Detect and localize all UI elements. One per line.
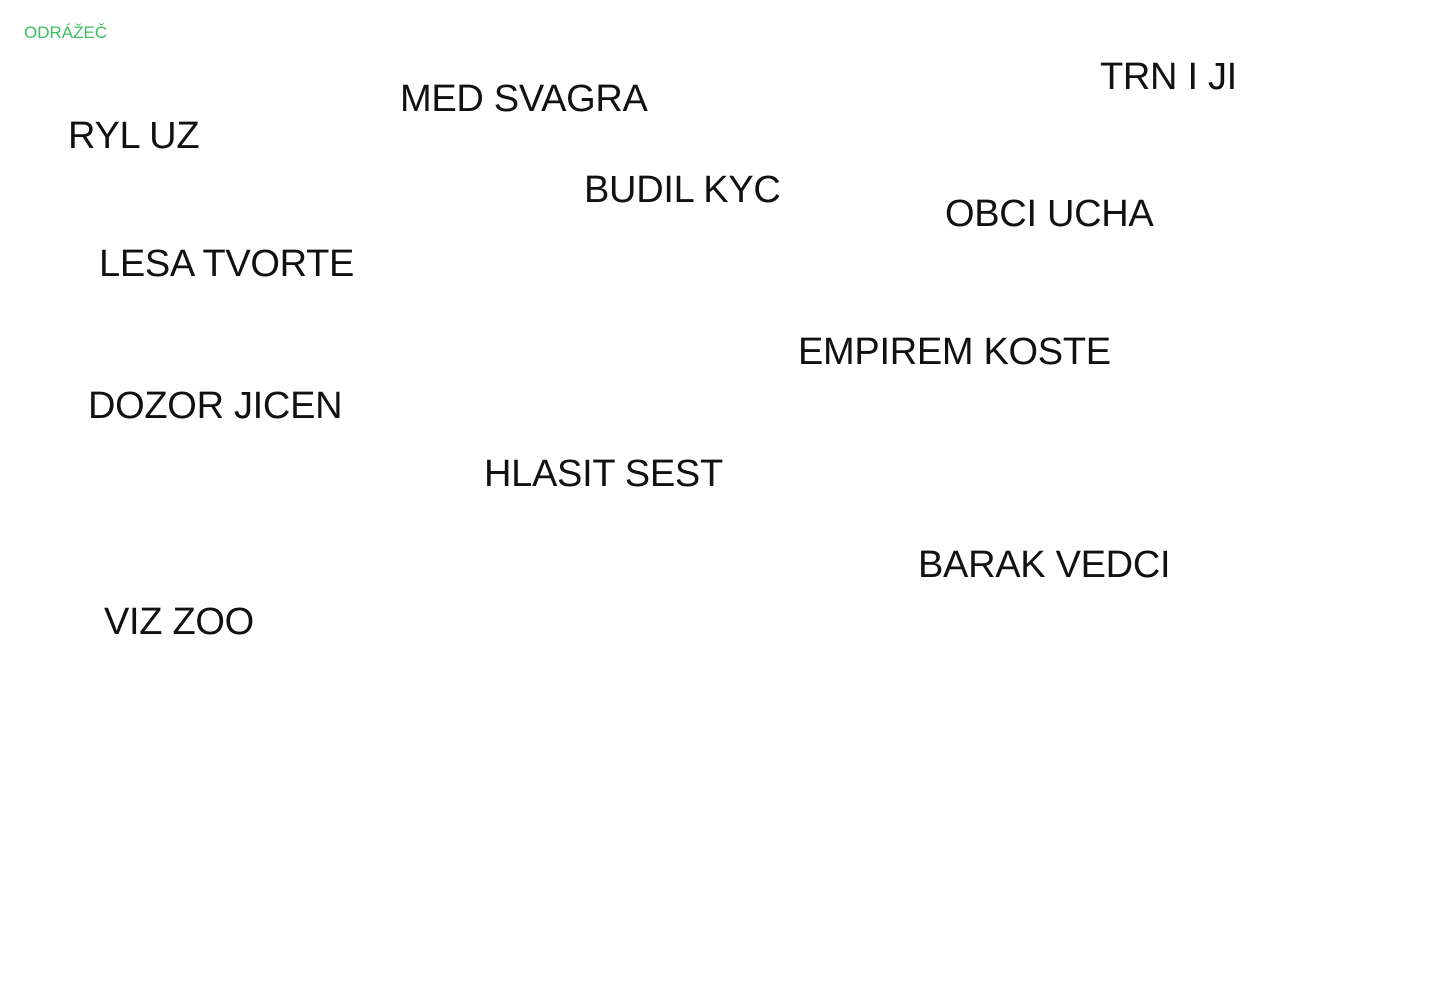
page-title: ODRÁŽEČ	[24, 23, 108, 42]
word-item: OBCI UCHA	[945, 193, 1154, 235]
word-item: BUDIL KYC	[584, 169, 781, 211]
word-item: TRN I JI	[1100, 56, 1237, 98]
word-item: DOZOR JICEN	[88, 385, 343, 427]
word-item: RYL UZ	[68, 115, 200, 157]
word-item: LESA TVORTE	[99, 243, 355, 285]
word-item: EMPIREM KOSTE	[798, 331, 1111, 373]
word-item: MED SVAGRA	[400, 78, 648, 120]
word-item: BARAK VEDCI	[918, 544, 1171, 586]
word-item: VIZ ZOO	[104, 601, 254, 643]
word-item: HLASIT SEST	[484, 453, 723, 495]
